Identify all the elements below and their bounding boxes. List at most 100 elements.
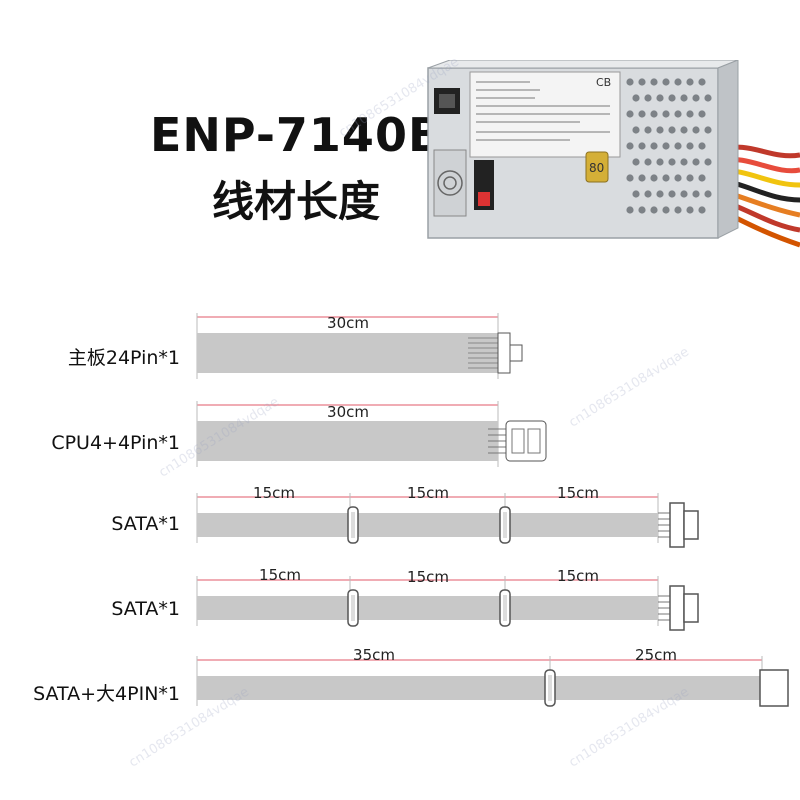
vent-hole [626, 174, 634, 182]
connector-slot [351, 512, 355, 538]
vent-hole [662, 142, 670, 150]
psu-vents [626, 78, 712, 214]
dim-sata-molex-seg2: 25cm [635, 646, 677, 664]
80plus-badge [585, 151, 609, 183]
vent-hole [680, 94, 688, 102]
vent-hole [662, 110, 670, 118]
vent-hole [692, 190, 700, 198]
connector-slot [548, 675, 552, 701]
vent-hole [626, 78, 634, 86]
connector-half [527, 428, 541, 454]
sata-power-connector [669, 502, 685, 548]
cert-mark: CB [596, 76, 611, 89]
vent-hole [698, 78, 706, 86]
vent-hole [650, 78, 658, 86]
vent-hole [638, 174, 646, 182]
vent-hole [698, 206, 706, 214]
cable-label-sata-molex: SATA+大4PIN*1 [33, 683, 180, 705]
dim-sata1-seg2: 15cm [407, 484, 449, 502]
molex-4pin-connector [759, 669, 789, 707]
vent-hole [680, 126, 688, 134]
vent-hole [632, 126, 640, 134]
vent-hole [668, 158, 676, 166]
sata-connector-tip [683, 593, 699, 623]
connector-slot [351, 595, 355, 621]
vent-hole [638, 142, 646, 150]
vent-hole [686, 78, 694, 86]
connector-latch [509, 344, 523, 362]
vent-hole [686, 110, 694, 118]
vent-hole [626, 110, 634, 118]
vent-hole [686, 206, 694, 214]
dim-cpu-seg1: 30cm [327, 403, 369, 421]
cable-bundle [197, 596, 658, 620]
cable-row [196, 401, 547, 467]
vent-hole [704, 126, 712, 134]
sata-power-connector [669, 585, 685, 631]
vent-hole [644, 190, 652, 198]
dim-sata2-seg2: 15cm [407, 568, 449, 586]
vent-hole [674, 206, 682, 214]
vent-hole [662, 78, 670, 86]
atx-24pin-connector [497, 332, 511, 374]
cable-bundle [197, 676, 760, 700]
cable-label-sata-1: SATA*1 [111, 513, 180, 535]
cable-row [196, 493, 699, 548]
connector-half [511, 428, 525, 454]
vent-hole [704, 190, 712, 198]
vent-hole [632, 158, 640, 166]
vent-hole [656, 190, 664, 198]
vent-hole [692, 126, 700, 134]
vent-hole [686, 174, 694, 182]
model-title: ENP-7140B [150, 108, 445, 162]
vent-hole [674, 78, 682, 86]
vent-hole [698, 174, 706, 182]
vent-hole [698, 142, 706, 150]
vent-hole [674, 142, 682, 150]
vent-hole [680, 190, 688, 198]
vent-hole [686, 142, 694, 150]
cable-label-cpu: CPU4+4Pin*1 [51, 432, 180, 454]
vent-hole [638, 206, 646, 214]
cable-bundle [197, 513, 658, 537]
dim-sata-molex-seg1: 35cm [353, 646, 395, 664]
subtitle: 线材长度 [212, 177, 381, 226]
vent-hole [632, 190, 640, 198]
vent-hole [668, 94, 676, 102]
vent-hole [644, 158, 652, 166]
cable-bundle [197, 421, 498, 461]
vent-hole [626, 142, 634, 150]
vent-hole [698, 110, 706, 118]
vent-hole [662, 206, 670, 214]
vent-hole [674, 174, 682, 182]
vent-hole [650, 110, 658, 118]
vent-hole [680, 158, 688, 166]
vent-hole [644, 94, 652, 102]
vent-hole [632, 94, 640, 102]
dim-sata2-seg3: 15cm [557, 567, 599, 585]
vent-hole [692, 94, 700, 102]
vent-hole [656, 158, 664, 166]
vent-hole [656, 94, 664, 102]
psu-product-image: CB 80 [427, 60, 800, 248]
vent-hole [656, 126, 664, 134]
vent-hole [704, 158, 712, 166]
dim-sata1-seg3: 15cm [557, 484, 599, 502]
cable-row [196, 313, 523, 379]
vent-hole [692, 158, 700, 166]
vent-hole [650, 206, 658, 214]
vent-hole [638, 78, 646, 86]
80plus-badge-text: 80 [589, 161, 604, 175]
cable-label-24pin: 主板24Pin*1 [67, 347, 180, 369]
dim-24pin-seg1: 30cm [327, 314, 369, 332]
vent-hole [668, 190, 676, 198]
vent-hole [644, 126, 652, 134]
vent-hole [638, 110, 646, 118]
vent-hole [626, 206, 634, 214]
cable-row [196, 576, 699, 631]
cable-bundle [197, 333, 498, 373]
dim-sata1-seg1: 15cm [253, 484, 295, 502]
vent-hole [674, 110, 682, 118]
connector-slot [503, 595, 507, 621]
